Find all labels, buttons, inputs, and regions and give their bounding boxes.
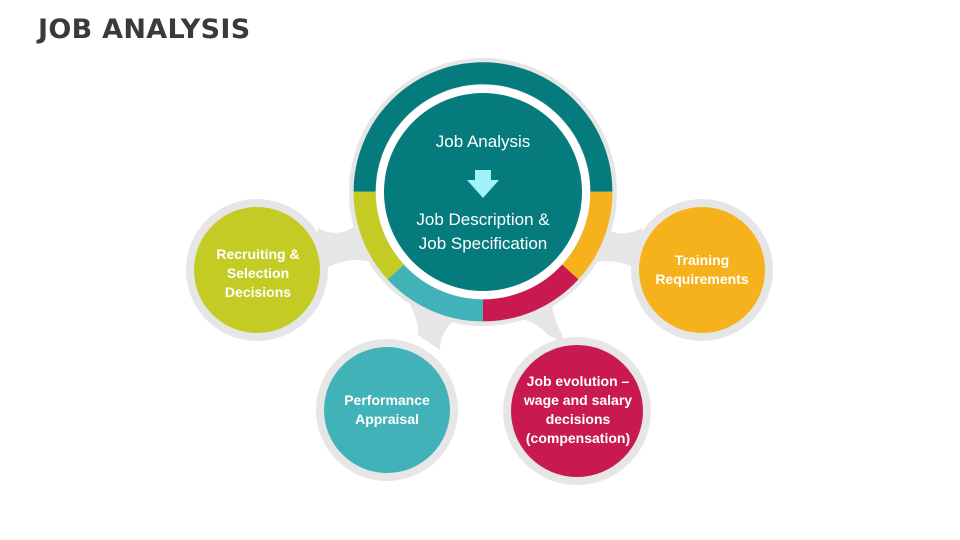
node-performance-line-2: Appraisal (355, 411, 419, 427)
node-circles (186, 199, 773, 485)
connector-evolution (515, 300, 568, 345)
node-performance-label: Performance Appraisal (332, 375, 442, 445)
ring-arc-green (353, 191, 405, 280)
node-training-label: Training Requirements (647, 240, 757, 300)
node-recruiting-line-2: Selection (226, 264, 290, 281)
node-performance-circle (324, 347, 450, 473)
node-recruiting-circle (194, 207, 320, 333)
node-evolution-line-1: Job evolution – (526, 373, 630, 389)
node-recruiting-label: Recruiting & Selection Decisions (203, 238, 313, 308)
node-evolution-circle (511, 345, 643, 477)
node-evolution-line-2: wage and salary (523, 392, 633, 408)
center-top-text: Job Analysis (435, 132, 531, 151)
down-arrow-icon (467, 170, 499, 198)
node-training-line-2: Requirements (655, 271, 749, 287)
node-evolution-label: Job evolution – wage and salary decision… (515, 365, 641, 455)
ring-arc-teal (353, 62, 613, 192)
ring-arc-blue (387, 264, 484, 322)
node-evolution-line-3: decisions (545, 411, 611, 427)
center-ring-arcs (353, 62, 613, 322)
ring-arc-yellow (561, 191, 613, 280)
node-recruiting-line-3: Decisions (224, 283, 292, 300)
ring-arc-red (482, 264, 579, 322)
page-title: JOB ANALYSIS (38, 14, 251, 45)
node-training-line-1: Training (674, 252, 730, 268)
node-training-circle (639, 207, 765, 333)
node-evolution-line-4: (compensation) (525, 430, 631, 446)
center-bottom-line-1: Job Description & (416, 210, 550, 229)
center-bottom-text: Job Description & Job Specification (383, 204, 583, 260)
node-recruiting-line-1: Recruiting & (216, 245, 300, 262)
center-bottom-line-2: Job Specification (418, 234, 548, 253)
node-performance-line-1: Performance (344, 392, 430, 408)
connector-performance (408, 300, 458, 350)
